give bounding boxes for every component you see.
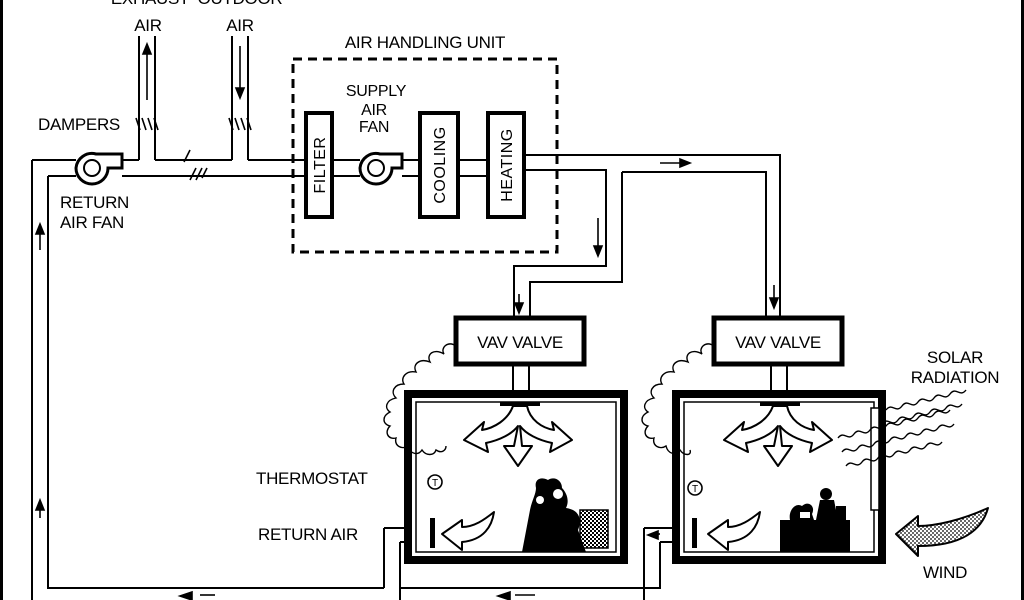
heating-coil (486, 111, 526, 219)
vav-valve-left-label: VAV VALVE (477, 333, 563, 352)
return-air-label: RETURN AIR (258, 525, 358, 544)
thermostat-left-icon: T (427, 474, 443, 490)
duct-network (31, 36, 788, 600)
return-fan-label-line1: RETURN (60, 193, 129, 212)
dampers-label: DAMPERS (38, 115, 120, 134)
vav-valve-left-box (453, 315, 587, 367)
thermostat-left-symbol: T (432, 478, 438, 489)
exhaust-air-label-line1: EXHAUST (111, 0, 189, 8)
damper-symbols (135, 117, 252, 181)
supply-fan-label-line2: AIR (361, 102, 387, 119)
wind-label: WIND (923, 563, 967, 582)
vav-valve-right-label: VAV VALVE (735, 333, 821, 352)
air-handling-unit-label: AIR HANDLING UNIT (345, 33, 505, 52)
supply-fan-icon (358, 152, 404, 186)
outdoor-air-label-line1: OUTDOOR (198, 0, 283, 8)
filter-box (304, 111, 334, 219)
supply-diffuser-arrows (463, 405, 833, 467)
return-fan-icon (74, 152, 124, 186)
supply-fan-label-line3: FAN (359, 119, 389, 136)
filter-label: FILTER (312, 137, 329, 194)
office-worker-right (780, 488, 850, 552)
window (870, 407, 880, 511)
solar-radiation-label-line2: RADIATION (911, 368, 1000, 387)
outdoor-air-label-line2: AIR (226, 16, 253, 35)
supply-fan-label-line1: SUPPLY (346, 83, 407, 100)
air-handling-unit (291, 57, 559, 254)
vav-valve-right-box (711, 315, 845, 367)
thermostat-label: THERMOSTAT (256, 469, 368, 488)
return-fan-label-line2: AIR FAN (60, 213, 124, 232)
cooling-label: COOLING (432, 126, 449, 203)
wind-arrow-icon (895, 507, 989, 557)
heating-label: HEATING (499, 128, 516, 201)
cooling-coil (418, 111, 460, 219)
solar-radiation-label-line1: SOLAR (927, 348, 983, 367)
flow-arrows (34, 41, 780, 600)
room-return-arrows (430, 511, 761, 551)
thermostat-right-symbol: T (692, 484, 698, 495)
thermostat-right-icon: T (687, 480, 703, 496)
solar-radiation-icon (837, 389, 967, 467)
exhaust-air-label-line2: AIR (134, 16, 161, 35)
office-worker-left (522, 478, 609, 552)
